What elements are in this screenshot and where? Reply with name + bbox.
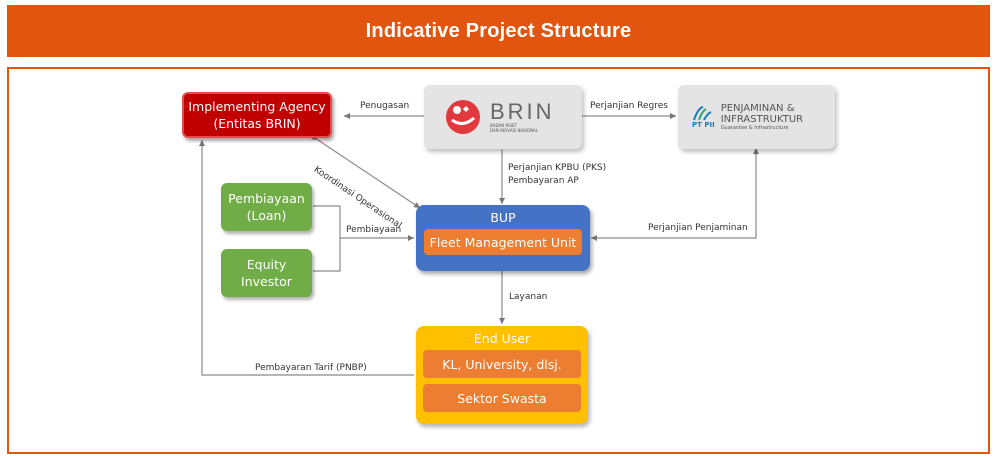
end-user-box: End User KL, University, dlsj. Sektor Sw…: [416, 326, 588, 424]
end-user-item-swasta-label: Sektor Swasta: [457, 390, 547, 406]
brin-tagline1: BADAN RISET: [490, 123, 517, 128]
ptpii-name2: INFRASTRUKTUR: [720, 114, 804, 125]
label-pembiayaan: Pembiayaan: [346, 225, 402, 235]
edge-penjaminan: [591, 150, 757, 241]
ptpii-tagline: Guarantee & Infrastructure: [720, 125, 789, 131]
equity-investor-box: Equity Investor: [221, 249, 312, 297]
page-header: Indicative Project Structure: [7, 5, 990, 57]
pembiayaan-line1: Pembiayaan: [228, 191, 305, 206]
brin-tagline2: DAN INOVASI NASIONAL: [490, 128, 539, 133]
ptpii-logo-icon: [693, 106, 712, 121]
implementing-agency-line2: (Entitas BRIN): [213, 116, 301, 131]
label-layanan: Layanan: [509, 292, 548, 302]
equity-line2: Investor: [241, 274, 292, 289]
label-penugasan: Penugasan: [360, 101, 410, 111]
pembiayaan-box: Pembiayaan (Loan): [221, 183, 312, 231]
end-user-item-swasta: Sektor Swasta: [423, 384, 581, 412]
edge-tarif: [199, 140, 414, 376]
label-kpbu-line2: Pembayaran AP: [508, 176, 579, 186]
equity-line1: Equity: [246, 257, 287, 272]
end-user-item-kl-label: KL, University, dlsj.: [442, 356, 562, 372]
edge-koordinasi: [311, 134, 421, 209]
end-user-item-kl: KL, University, dlsj.: [423, 350, 581, 378]
edge-pembiayaan: [313, 205, 341, 272]
brin-logo-text: BRIN: [490, 99, 555, 124]
bup-box: BUP Fleet Management Unit: [416, 205, 590, 271]
fleet-management-label: Fleet Management Unit: [429, 234, 577, 250]
label-penjaminan: Perjanjian Penjaminan: [648, 223, 748, 233]
brin-box: BRIN BADAN RISET DAN INOVASI NASIONAL: [424, 85, 582, 149]
fleet-management-unit: Fleet Management Unit: [424, 229, 582, 255]
label-kpbu-line1: Perjanjian KPBU (PKS): [508, 163, 607, 173]
pembiayaan-line2: (Loan): [246, 208, 287, 223]
bup-title: BUP: [490, 210, 516, 225]
brin-logo-icon: [446, 100, 480, 134]
ptpii-box: PT PII PENJAMINAN & INFRASTRUKTUR Guaran…: [678, 85, 835, 149]
end-user-title: End User: [473, 331, 531, 346]
ptpii-logo-text: PT PII: [692, 121, 715, 129]
label-tarif: Pembayaran Tarif (PNBP): [255, 363, 367, 373]
ptpii-name1: PENJAMINAN &: [720, 103, 795, 114]
implementing-agency-box: Implementing Agency (Entitas BRIN): [182, 92, 332, 138]
page-title: Indicative Project Structure: [365, 19, 632, 42]
implementing-agency-line1: Implementing Agency: [188, 99, 326, 114]
label-perjanjian-regres: Perjanjian Regres: [590, 101, 668, 111]
